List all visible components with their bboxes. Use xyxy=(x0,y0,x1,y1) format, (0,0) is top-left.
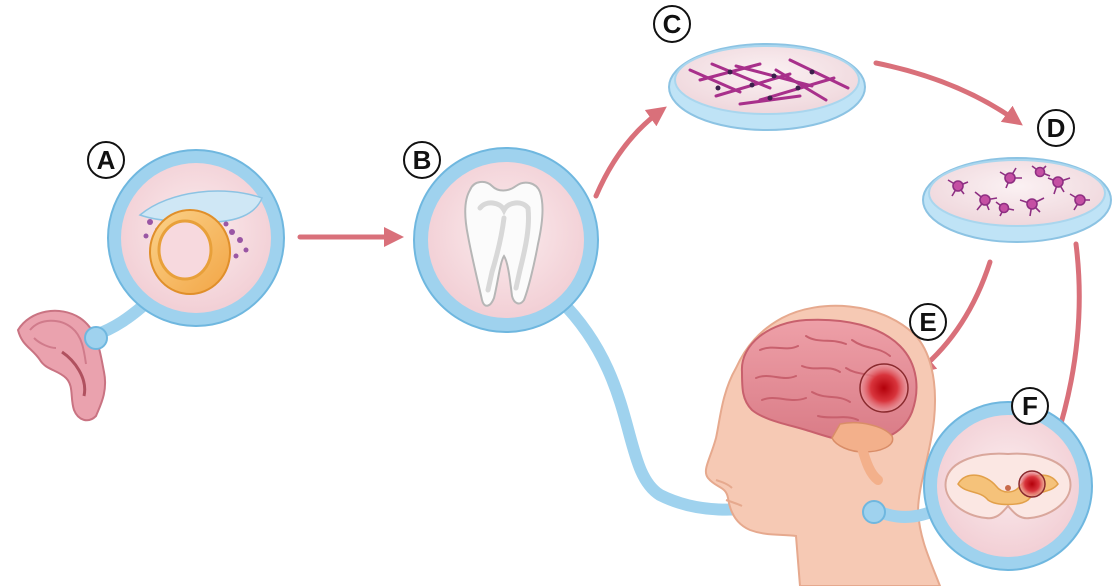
brain-lesion xyxy=(860,364,908,412)
lens-a xyxy=(85,150,284,349)
label-c-text: C xyxy=(663,9,682,39)
arrow-c-to-d xyxy=(876,63,1018,122)
label-e-text: E xyxy=(919,307,936,337)
label-b: B xyxy=(404,142,440,178)
spinal-lesion xyxy=(1019,471,1045,497)
label-b-text: B xyxy=(413,145,432,175)
label-f-text: F xyxy=(1022,391,1038,421)
label-a: A xyxy=(88,142,124,178)
label-e: E xyxy=(910,304,946,340)
dish-c xyxy=(669,44,865,130)
arrow-b-to-c xyxy=(596,110,662,196)
arrow-d-to-f xyxy=(1056,244,1079,440)
label-d-text: D xyxy=(1047,113,1066,143)
label-c: C xyxy=(654,6,690,42)
label-f: F xyxy=(1012,388,1048,424)
dish-d xyxy=(923,158,1111,242)
label-d: D xyxy=(1038,110,1074,146)
label-a-text: A xyxy=(97,145,116,175)
